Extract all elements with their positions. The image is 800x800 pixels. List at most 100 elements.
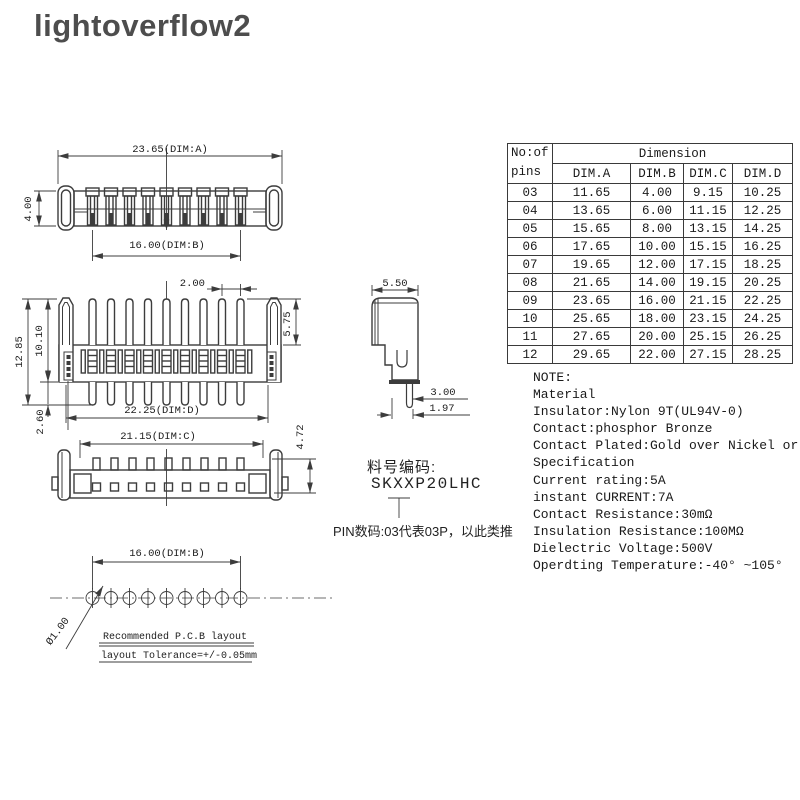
cell-dim-b: 8.00 xyxy=(630,219,684,238)
cell-pins: 11 xyxy=(507,327,553,346)
cell-dim-a: 17.65 xyxy=(552,237,631,256)
dim-label-pitch: 2.00 xyxy=(180,278,205,290)
cell-pins: 05 xyxy=(507,219,553,238)
cell-dim-d: 26.25 xyxy=(732,327,793,346)
cell-dim-a: 11.65 xyxy=(552,183,631,202)
dim-label-dim-c: 21.15(DIM:C) xyxy=(120,431,196,443)
dim-label-pin-height: 5.75 xyxy=(282,311,294,336)
pcb-layout-tolerance: layout Tolerance=+/-0.05mm xyxy=(101,650,257,662)
cell-pins: 09 xyxy=(507,291,553,310)
col-header-dim-c: DIM.C xyxy=(683,163,733,184)
cell-pins: 07 xyxy=(507,255,553,274)
cell-dim-a: 19.65 xyxy=(552,255,631,274)
cell-dim-a: 15.65 xyxy=(552,219,631,238)
cell-dim-a: 27.65 xyxy=(552,327,631,346)
cell-dim-d: 20.25 xyxy=(732,273,793,292)
note-line: Contact Resistance:30mΩ xyxy=(533,506,713,522)
part-number-leader xyxy=(388,497,410,518)
cell-pins: 10 xyxy=(507,309,553,328)
pcb-layout-drawing: 16.00(DIM:B) Ø1.00 Recommended P.C.B lay… xyxy=(44,548,334,663)
dim-label-pcb-span: 16.00(DIM:B) xyxy=(129,548,205,560)
cell-dim-a: 25.65 xyxy=(552,309,631,328)
note-line: Material xyxy=(533,387,596,403)
side-view-drawing: 5.50 3.00 1.97 xyxy=(371,278,470,419)
cell-dim-a: 29.65 xyxy=(552,345,631,364)
table-row: 06 17.65 10.00 15.15 16.25 xyxy=(507,237,793,256)
dim-label-pin-below: 2.60 xyxy=(35,409,47,434)
note-line: instant CURRENT:7A xyxy=(533,489,674,505)
dim-label-body-height: 10.10 xyxy=(34,325,46,357)
pins-header-line2: pins xyxy=(511,165,542,179)
dimension-table: No:of pins Dimension DIM.A DIM.B DIM.C D… xyxy=(507,143,793,364)
note-line: Contact Plated:Gold over Nickel or Tin xyxy=(533,438,800,454)
cell-dim-c: 17.15 xyxy=(683,255,733,274)
cell-dim-a: 23.65 xyxy=(552,291,631,310)
cell-dim-c: 25.15 xyxy=(683,327,733,346)
cell-dim-d: 10.25 xyxy=(732,183,793,202)
col-header-dim-a: DIM.A xyxy=(552,163,631,184)
cell-dim-b: 16.00 xyxy=(630,291,684,310)
dim-label-side-depth: 3.00 xyxy=(430,387,455,399)
note-line: Insulator:Nylon 9T(UL94V-0) xyxy=(533,404,744,420)
note-line: Operdting Temperature:-40° ~105° xyxy=(533,558,783,574)
cell-dim-a: 13.65 xyxy=(552,201,631,220)
part-number-code: SKXXP20LHC xyxy=(371,475,483,493)
cell-dim-c: 19.15 xyxy=(683,273,733,292)
table-row: 04 13.65 6.00 11.15 12.25 xyxy=(507,201,793,220)
cell-dim-d: 14.25 xyxy=(732,219,793,238)
note-line: Specification xyxy=(533,455,635,471)
cell-dim-b: 14.00 xyxy=(630,273,684,292)
dim-label-dim-d: 22.25(DIM:D) xyxy=(124,405,200,417)
dim-label-top-pinspan: 16.00(DIM:B) xyxy=(129,240,205,252)
table-row: 09 23.65 16.00 21.15 22.25 xyxy=(507,291,793,310)
cell-pins: 06 xyxy=(507,237,553,256)
table-row: 10 25.65 18.00 23.15 24.25 xyxy=(507,309,793,328)
cell-dim-b: 4.00 xyxy=(630,183,684,202)
dimension-header: Dimension xyxy=(552,143,793,164)
note-line: NOTE: xyxy=(533,370,573,385)
cell-dim-b: 12.00 xyxy=(630,255,684,274)
notes-block: NOTE: Material Insulator:Nylon 9T(UL94V-… xyxy=(533,369,800,574)
cell-pins: 03 xyxy=(507,183,553,202)
cell-dim-c: 21.15 xyxy=(683,291,733,310)
table-row: 03 11.65 4.00 9.15 10.25 xyxy=(507,183,793,202)
cell-dim-b: 6.00 xyxy=(630,201,684,220)
pcb-layout-title: Recommended P.C.B layout xyxy=(103,631,247,643)
table-row: 05 15.65 8.00 13.15 14.25 xyxy=(507,219,793,238)
cell-dim-b: 10.00 xyxy=(630,237,684,256)
table-row: 07 19.65 12.00 17.15 18.25 xyxy=(507,255,793,274)
note-line: Contact:phosphor Bronze xyxy=(533,421,713,437)
cell-dim-d: 24.25 xyxy=(732,309,793,328)
cell-dim-b: 20.00 xyxy=(630,327,684,346)
cell-dim-c: 9.15 xyxy=(683,183,733,202)
cell-dim-d: 12.25 xyxy=(732,201,793,220)
cell-dim-a: 21.65 xyxy=(552,273,631,292)
col-header-dim-b: DIM.B xyxy=(630,163,684,184)
col-header-dim-d: DIM.D xyxy=(732,163,793,184)
dim-label-top-width: 23.65(DIM:A) xyxy=(132,144,208,156)
note-line: Dielectric Voltage:500V xyxy=(533,540,713,556)
cell-pins: 08 xyxy=(507,273,553,292)
top-view-drawing: 23.65(DIM:A) 4.00 16.00(DIM:B) xyxy=(23,144,283,261)
pins-header-line1: No:of xyxy=(511,146,549,160)
cell-dim-b: 22.00 xyxy=(630,345,684,364)
cell-dim-d: 28.25 xyxy=(732,345,793,364)
cell-dim-c: 15.15 xyxy=(683,237,733,256)
bottom-view-drawing: 21.15(DIM:C) 4.72 xyxy=(51,424,316,506)
table-row: 12 29.65 22.00 27.15 28.25 xyxy=(507,345,793,364)
pins-column-header: No:of pins xyxy=(507,143,553,184)
technical-drawing: 23.65(DIM:A) 4.00 16.00(DIM:B) xyxy=(14,144,470,663)
watermark-text: lightoverflow2 xyxy=(34,8,252,43)
dim-label-side-width: 5.50 xyxy=(382,278,407,290)
dim-label-side-pin-offset: 1.97 xyxy=(429,403,454,415)
cell-dim-d: 22.25 xyxy=(732,291,793,310)
table-row: 08 21.65 14.00 19.15 20.25 xyxy=(507,273,793,292)
cell-dim-b: 18.00 xyxy=(630,309,684,328)
cell-dim-c: 13.15 xyxy=(683,219,733,238)
cell-dim-c: 11.15 xyxy=(683,201,733,220)
dim-label-total-height: 12.85 xyxy=(14,336,26,368)
cell-dim-d: 18.25 xyxy=(732,255,793,274)
dim-label-hole-diameter: Ø1.00 xyxy=(44,616,73,648)
table-row: 11 27.65 20.00 25.15 26.25 xyxy=(507,327,793,346)
